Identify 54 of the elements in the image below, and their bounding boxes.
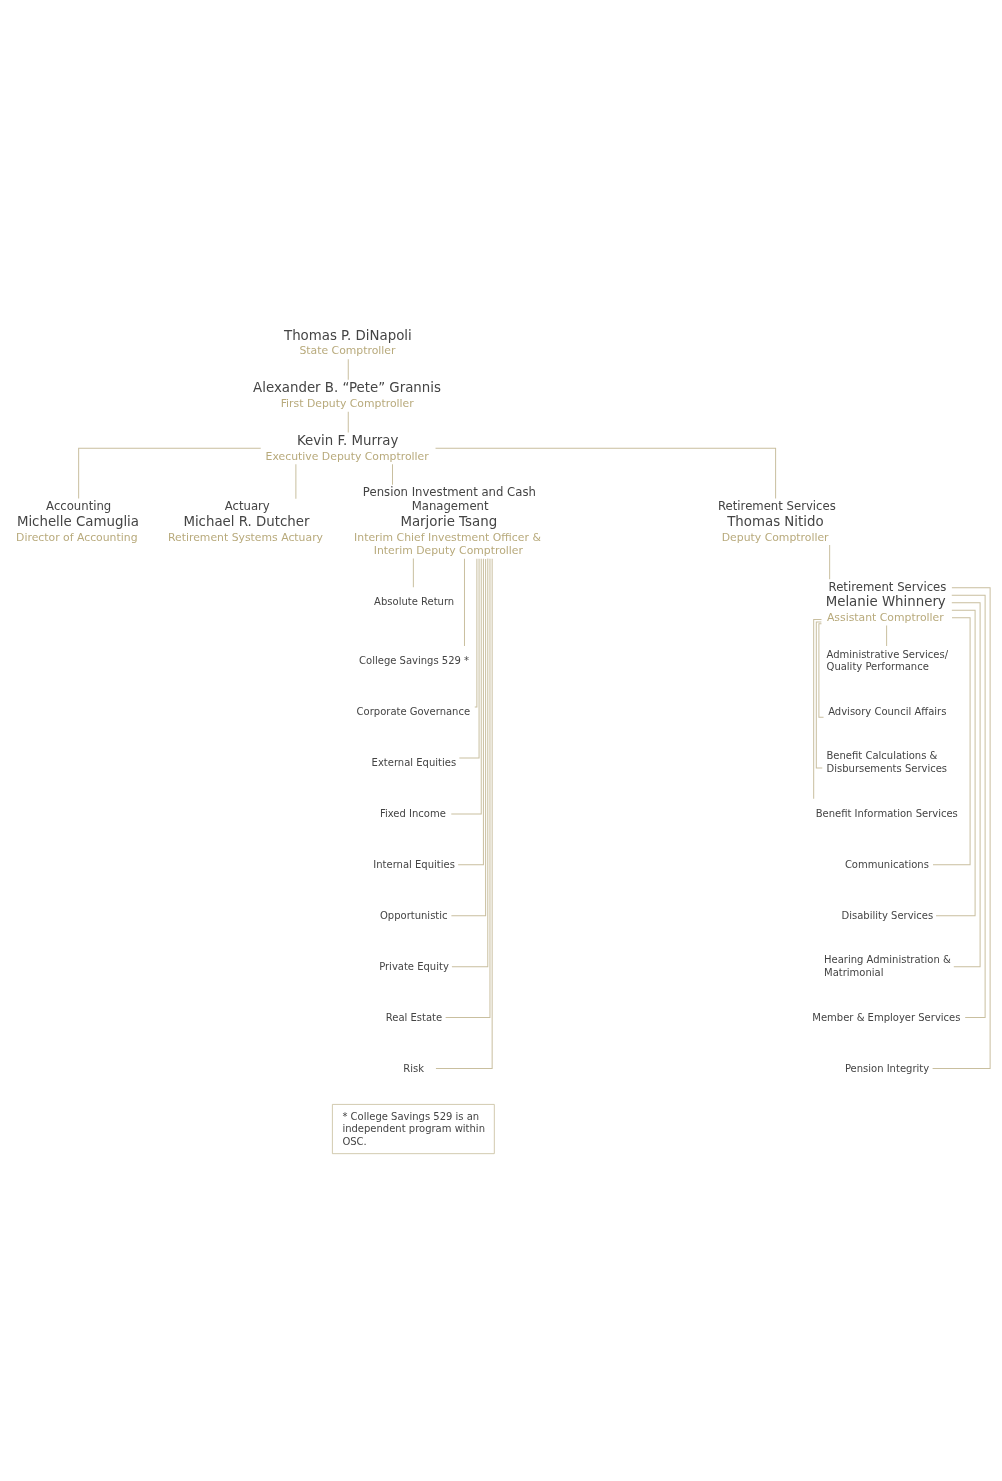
node-text: Benefit Calculations & Disbursements Services: [826, 750, 948, 774]
connector: [392, 463, 393, 486]
node-text: Retirement Services Melanie Whinnery Assistant Comptroller: [825, 579, 947, 625]
node-text: Hearing Administration & Matrimonial: [824, 954, 951, 978]
connector: [951, 594, 986, 1019]
connector: [445, 558, 491, 1019]
node-text: College Savings 529 *: [359, 655, 470, 667]
connector: [829, 544, 831, 580]
node-text: Member & Employer Services: [812, 1011, 961, 1023]
node-text: Corporate Governance: [356, 706, 471, 718]
connector: [464, 558, 465, 647]
connector: [450, 558, 482, 815]
node-text: Absolute Return: [374, 596, 455, 608]
node-text: Communications: [844, 858, 929, 870]
node-text: Fixed Income: [379, 807, 446, 819]
connector: [813, 618, 822, 800]
connector: [78, 447, 262, 500]
node-text: Real Estate: [385, 1011, 443, 1023]
connector: [435, 558, 493, 1070]
connector: [450, 558, 487, 917]
connector: [412, 558, 414, 588]
node-text: Pension Integrity: [844, 1062, 930, 1074]
connector: [457, 558, 484, 866]
connector: [932, 587, 991, 1070]
connector: [951, 602, 981, 968]
connector: [886, 625, 888, 647]
connector: [295, 463, 297, 500]
node-text: Internal Equities: [373, 858, 455, 870]
node-text: Retirement Services Thomas Nitido Deputy Comptroller: [718, 499, 836, 544]
node-text: External Equities: [371, 757, 457, 769]
node-text: Kevin F. Murray Executive Deputy Comptroller: [265, 432, 429, 463]
connector: [347, 358, 349, 381]
connector: [815, 621, 823, 769]
node-text: Actuary Michael R. Dutcher Retirement Systems Actuary: [167, 499, 324, 544]
connector: [435, 447, 777, 500]
node-text: Thomas P. DiNapoli State Comptroller: [283, 327, 412, 358]
connector: [451, 558, 489, 968]
node-text: Pension Investment and Cash Management Marjorie Tsang Interim Chief Investment Officer & Interim Deputy Comptroller: [354, 485, 541, 557]
node-text: Opportunistic: [379, 909, 448, 921]
connector: [474, 558, 478, 708]
connector: [932, 617, 971, 866]
connector: [347, 411, 349, 433]
node-text: Alexander B. “Pete” Grannis First Deputy Comptroller: [253, 380, 441, 410]
node-text: Advisory Council Affairs: [828, 706, 947, 718]
node-text: Administrative Services/ Quality Performance: [826, 648, 949, 673]
connector: [458, 558, 480, 759]
connector: [935, 609, 976, 917]
node-text: Risk: [403, 1062, 425, 1074]
connector: [818, 623, 825, 718]
node-text: Accounting Michelle Camuglia Director of Accounting: [16, 499, 139, 544]
node-box: * College Savings 529 is an independent program within OSC.: [332, 1104, 495, 1155]
node-text: Disability Services: [841, 909, 934, 921]
node-text: Benefit Information Services: [815, 807, 958, 819]
node-text: Private Equity: [379, 960, 449, 972]
